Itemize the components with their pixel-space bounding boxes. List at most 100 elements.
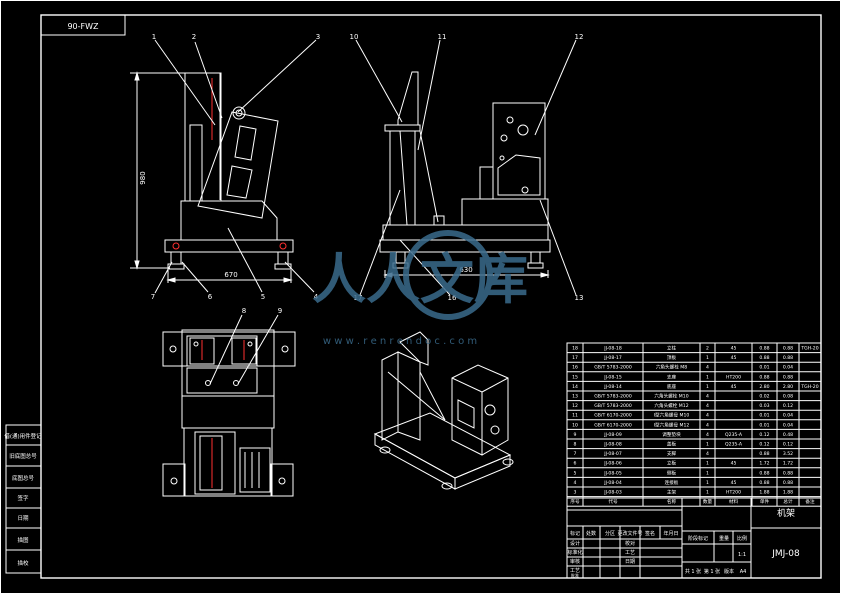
bom-cell: JJ-08-06: [603, 461, 622, 467]
callout-16: 16: [448, 294, 457, 302]
bom-cell: GB/T 5783-2000: [594, 403, 632, 409]
title-block: [566, 497, 822, 579]
bom-cell: JJ-08-03: [603, 490, 622, 496]
bom-cell: 0.88: [759, 470, 769, 476]
watermark-text: 人人文库: [312, 248, 528, 311]
rev-header: 分区: [605, 530, 615, 537]
bom-cell: 16: [572, 365, 578, 371]
bom-cell: 4: [574, 480, 577, 486]
sheet-info: 共 1 张: [685, 568, 701, 575]
bom-cell: HT200: [726, 374, 741, 380]
bom-cell: JJ-08-05: [603, 470, 622, 476]
bom-cell: 12: [572, 403, 578, 409]
scale-value: 1:1: [738, 552, 746, 558]
bom-cell: 1.72: [759, 461, 769, 467]
side-label: 描图: [17, 536, 29, 544]
bom-cell: GB/T 6170-2000: [594, 413, 632, 419]
bom-cell: 0.88: [783, 470, 793, 476]
bom-cell: 1: [706, 470, 709, 476]
bom-cell: 1: [706, 461, 709, 467]
bom-header: 名称: [667, 498, 677, 505]
rev-header: 处数: [586, 530, 596, 537]
bom-cell: 13: [572, 394, 578, 400]
bom-cell: 六角头螺栓 M10: [654, 393, 688, 400]
height-dimension: 980: [139, 171, 147, 184]
bom-cell: 0.12: [783, 403, 793, 409]
bom-cell: GB/T 6170-2000: [594, 422, 632, 428]
bom-cell: 45: [731, 346, 737, 352]
role-label: 校对: [625, 540, 635, 547]
bom-cell: 1: [706, 480, 709, 486]
callout-2: 2: [192, 33, 196, 41]
callout-10: 10: [350, 33, 359, 41]
bom-cell: 0.88: [759, 451, 769, 457]
rev-header: 标记: [570, 530, 580, 537]
front-view-labels: 980 670 1 2 3 7 6 5 4: [139, 33, 320, 301]
callout-11: 11: [438, 33, 447, 41]
bom-cell: 支座: [667, 373, 677, 380]
bom-cell: 0.88: [759, 346, 769, 352]
bom-cell: 1: [706, 442, 709, 448]
bom-cell: 4: [706, 413, 709, 419]
bom-cell: 0.04: [783, 422, 793, 428]
role-label: 批准: [571, 572, 579, 578]
bom-cell: 1: [706, 355, 709, 361]
bom-cell: Q235-A: [725, 432, 743, 438]
front-view: [130, 39, 317, 294]
side-label: 借(通)用件登记: [4, 432, 42, 440]
bom-cell: 底座: [667, 383, 677, 390]
bom-cell: 主架: [667, 489, 677, 496]
bom-cell: TGH-20: [800, 346, 818, 352]
bom-cell: 18: [572, 346, 578, 352]
bom-cell: 0.88: [783, 374, 793, 380]
bom-cell: 17: [572, 355, 578, 361]
code-stamp: 90-FWZ: [67, 22, 99, 31]
role-label: 日期: [625, 559, 635, 565]
bom-frame: [566, 342, 822, 507]
side-label: 旧底图总号: [9, 452, 37, 460]
bom-cell: 4: [706, 394, 709, 400]
top-view-labels: 8 9: [242, 307, 282, 315]
bom-cell: GB/T 5783-2000: [594, 365, 632, 371]
bom-cell: 3.52: [783, 451, 793, 457]
bom-cell: 立板: [667, 460, 677, 467]
bom-cell: 0.88: [783, 355, 793, 361]
bom-cell: 1.88: [759, 490, 769, 496]
bom-cell: 0.02: [759, 394, 769, 400]
callout-9: 9: [278, 307, 282, 315]
bom-cell: 0.01: [759, 365, 769, 371]
bom-cell: JJ-08-07: [603, 451, 622, 457]
bom-cell: 0.03: [759, 403, 769, 409]
bom-cell: 0.12: [759, 442, 769, 448]
bom-cell: 1: [706, 374, 709, 380]
bom-cell: 1.88: [783, 490, 793, 496]
bom-cell: 六角头螺栓 M12: [654, 402, 688, 409]
bom-cell: 0.12: [759, 432, 769, 438]
side-width-dimension: 630: [459, 266, 472, 274]
bom-cell: HT200: [726, 490, 741, 496]
title-block-text: 机架 JMJ-08 标记 处数 分区 更改文件号 签名 年月日 设计 标准化 审…: [567, 507, 800, 578]
bom-cell: 0.01: [759, 413, 769, 419]
watermark: 人人文库 w w w . r e n r e n d o c . c o m: [312, 230, 528, 347]
bom-header: 总计: [783, 498, 793, 505]
bom-cell: JJ-08-08: [603, 442, 622, 448]
callout-1: 1: [152, 33, 156, 41]
bom-cell: 1: [706, 490, 709, 496]
watermark-url: w w w . r e n r e n d o c . c o m: [323, 336, 477, 347]
callout-12: 12: [575, 33, 584, 41]
bom-cell: 4: [706, 365, 709, 371]
bom-cell: 0.88: [783, 346, 793, 352]
bom-cell: 5: [574, 470, 577, 476]
bom-cell: I型六角螺母 M12: [654, 421, 690, 428]
rev-header: 年月日: [663, 530, 678, 537]
bom-cell: JJ-08-09: [603, 432, 622, 438]
bom-cell: 2.80: [759, 384, 769, 390]
callout-5: 5: [261, 293, 265, 301]
bom-cell: 11: [572, 413, 578, 419]
bom-cell: 9: [574, 432, 577, 438]
bom-cell: 0.88: [783, 480, 793, 486]
left-label-strip: 借(通)用件登记 旧底图总号 底图总号 签字 日期 描图 描校: [4, 424, 42, 574]
callout-7: 7: [151, 293, 155, 301]
